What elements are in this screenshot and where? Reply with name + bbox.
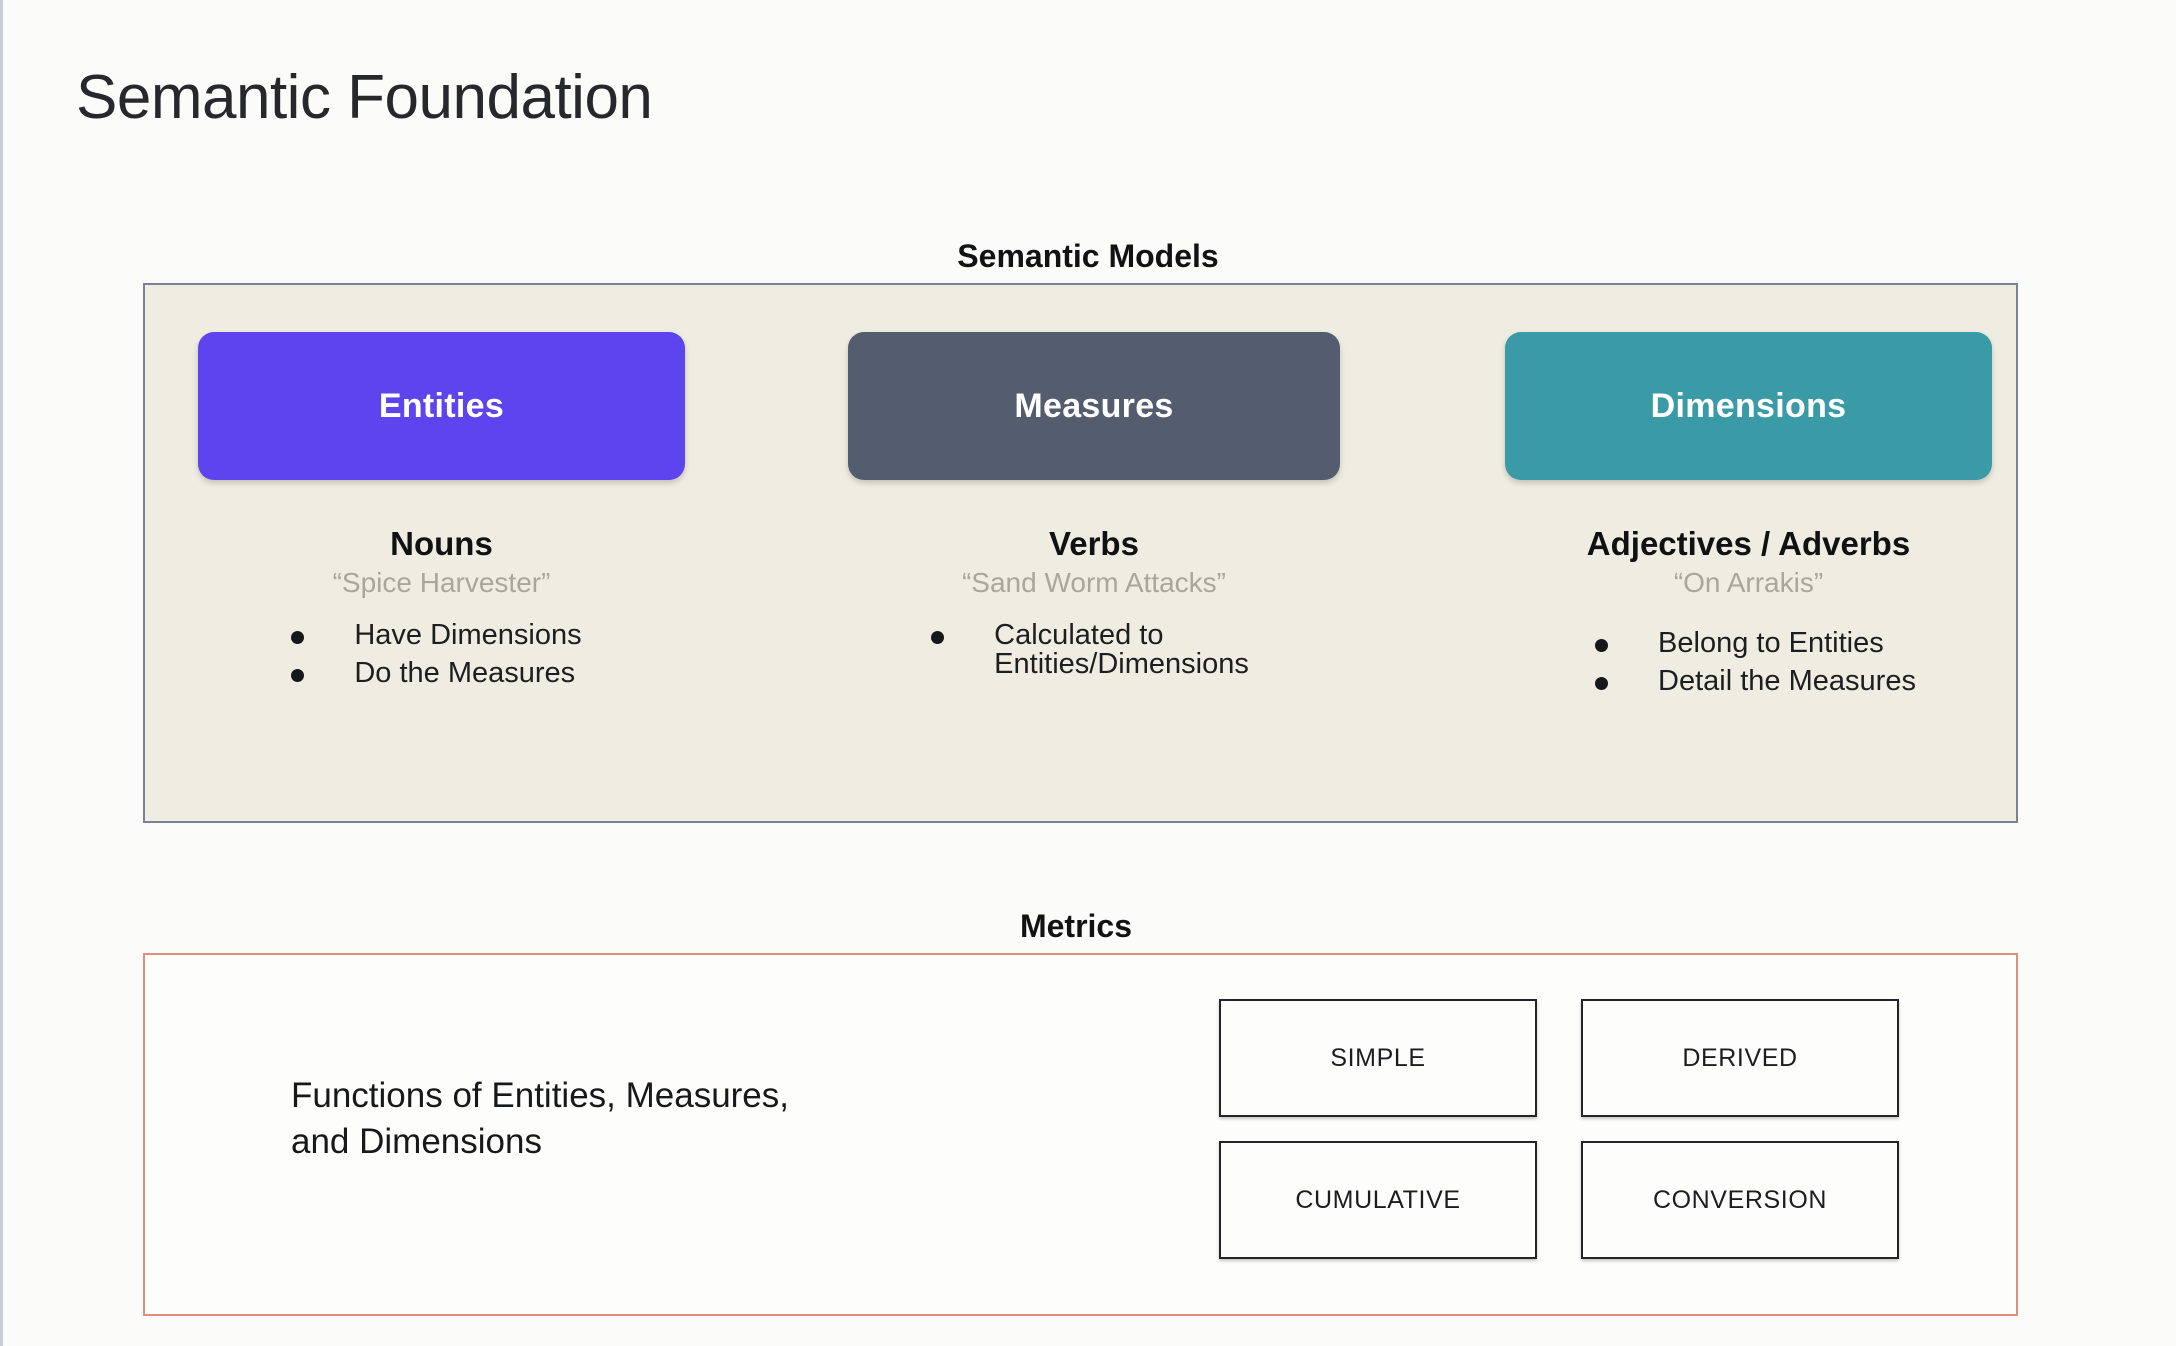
- metrics-caption-wrap: Metrics: [143, 908, 2017, 945]
- semantic-card-measures[interactable]: Measures: [848, 332, 1340, 480]
- semantic-card-entities-label: Entities: [378, 386, 505, 425]
- list-item: Belong to Entities: [1595, 629, 1916, 658]
- metric-type-derived[interactable]: DERIVED: [1581, 999, 1899, 1117]
- entities-bullet-1: Do the Measures: [354, 657, 576, 689]
- semantic-card-dimensions[interactable]: Dimensions: [1505, 332, 1992, 480]
- dimensions-bullet-1: Detail the Measures: [1658, 665, 1916, 697]
- metric-type-cumulative-label: CUMULATIVE: [1295, 1185, 1461, 1214]
- semantic-card-measures-label: Measures: [1014, 386, 1174, 425]
- measures-bullet-0: Calculated to Entities/Dimensions: [994, 619, 1249, 680]
- dimensions-bullet-list: Belong to Entities Detail the Measures: [1595, 629, 1916, 705]
- metric-type-conversion[interactable]: CONVERSION: [1581, 1141, 1899, 1259]
- measures-part-of-speech: Verbs: [1049, 525, 1139, 562]
- semantic-column-entities: Nouns “Spice Harvester” Have Dimensions …: [198, 525, 685, 697]
- metrics-description: Functions of Entities, Measures, and Dim…: [291, 1076, 789, 1162]
- list-item: Calculated to Entities/Dimensions: [931, 621, 1249, 679]
- list-item: Do the Measures: [291, 659, 581, 688]
- metrics-type-row: CUMULATIVE CONVERSION: [1219, 1141, 1899, 1259]
- measures-bullet-list: Calculated to Entities/Dimensions: [931, 621, 1249, 688]
- list-item: Have Dimensions: [291, 619, 582, 651]
- bullet-dot-icon: [1595, 677, 1609, 690]
- bullet-dot-icon: [931, 631, 945, 644]
- semantic-column-dimensions: Adjectives / Adverbs “On Arrakis” Belong…: [1505, 525, 1992, 705]
- metrics-caption: Metrics: [1019, 908, 1133, 944]
- dimensions-example: “On Arrakis”: [1673, 567, 1824, 598]
- semantic-column-measures: Verbs “Sand Worm Attacks” Calculated to …: [848, 525, 1340, 688]
- entities-part-of-speech: Nouns: [390, 525, 493, 562]
- semantic-models-caption: Semantic Models: [957, 238, 1219, 274]
- metric-type-cumulative[interactable]: CUMULATIVE: [1219, 1141, 1537, 1259]
- entities-example: “Spice Harvester”: [332, 567, 551, 598]
- bullet-dot-icon: [1595, 639, 1609, 652]
- bullet-dot-icon: [291, 669, 305, 682]
- entities-bullet-list: Have Dimensions Do the Measures: [291, 619, 582, 697]
- semantic-card-entities[interactable]: Entities: [198, 332, 685, 480]
- semantic-models-card-row: Entities Measures Dimensions: [145, 332, 2016, 480]
- left-edge-strip: [0, 0, 3, 1346]
- page-title: Semantic Foundation: [76, 63, 653, 132]
- metric-type-conversion-label: CONVERSION: [1652, 1185, 1828, 1214]
- entities-bullet-0: Have Dimensions: [354, 619, 582, 651]
- metric-type-simple-label: SIMPLE: [1330, 1043, 1426, 1072]
- dimensions-bullet-0: Belong to Entities: [1658, 627, 1884, 659]
- measures-example: “Sand Worm Attacks”: [961, 567, 1226, 598]
- semantic-models-panel: Entities Measures Dimensions Nouns “Spic…: [143, 283, 2018, 823]
- list-item: Detail the Measures: [1595, 667, 1916, 696]
- metrics-panel: Functions of Entities, Measures, and Dim…: [143, 953, 2018, 1316]
- metrics-type-grid: SIMPLE DERIVED CUMULATIVE CONVERSION: [1219, 999, 1899, 1283]
- metric-type-simple[interactable]: SIMPLE: [1219, 999, 1537, 1117]
- semantic-card-dimensions-label: Dimensions: [1650, 386, 1847, 425]
- metric-type-derived-label: DERIVED: [1682, 1043, 1798, 1072]
- bullet-dot-icon: [291, 631, 305, 644]
- dimensions-part-of-speech: Adjectives / Adverbs: [1586, 525, 1911, 562]
- metrics-type-row: SIMPLE DERIVED: [1219, 999, 1899, 1117]
